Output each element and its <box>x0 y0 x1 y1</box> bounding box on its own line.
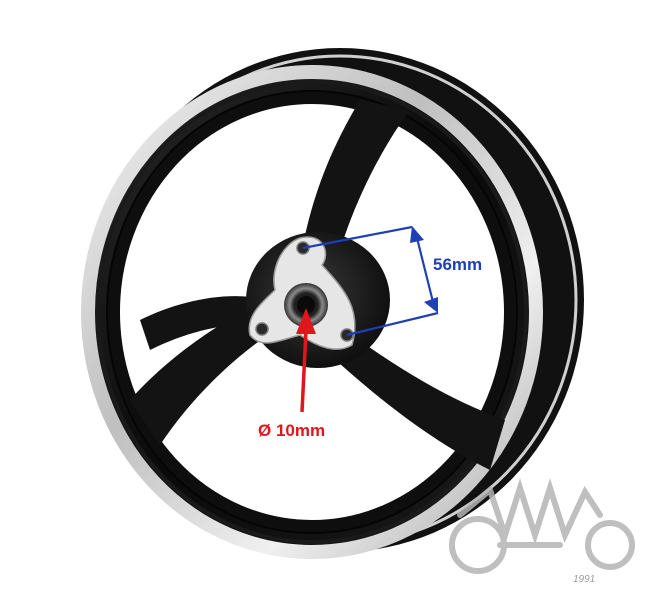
wheel-spokes <box>130 100 505 470</box>
bolt-spacing-dimension <box>302 225 439 337</box>
bolt-spacing-label: 56mm <box>433 255 483 274</box>
ymas-logo <box>449 478 635 574</box>
axle-diameter-label: Ø 10mm <box>258 421 326 440</box>
logo-year: 1991 <box>573 574 596 585</box>
axle-diameter-arrow <box>296 308 316 413</box>
wheel-hub <box>246 232 390 368</box>
